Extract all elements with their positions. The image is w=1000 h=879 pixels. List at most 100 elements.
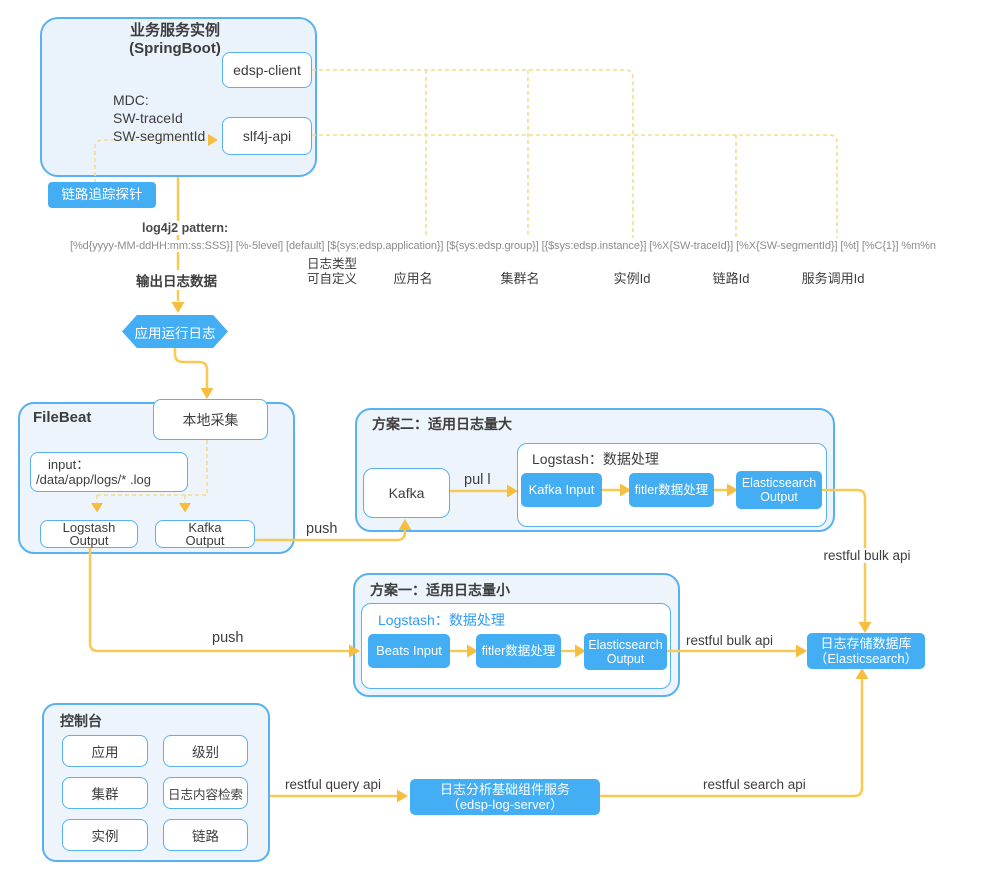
console-button-cluster[interactable]: 集群 <box>62 777 148 809</box>
console-button-instance[interactable]: 实例 <box>62 819 148 851</box>
kafka-node: Kafka <box>363 468 450 518</box>
console-button-content-search-label: 日志内容检索 <box>167 787 243 802</box>
kafka-output-line2: Output <box>185 533 225 548</box>
arrow-right-esdb-left <box>796 644 807 658</box>
restful-search-text: restful search api <box>703 777 806 792</box>
filebeat-title: FileBeat <box>33 409 91 426</box>
es-db-line2: （Elasticsearch） <box>814 651 918 666</box>
input-node: input： /data/app/logs/* .log <box>30 452 188 492</box>
kafka-output-line1: Kafka <box>188 520 222 535</box>
plan2-title: 方案二：适用日志量大 <box>372 414 512 434</box>
log-type-label: 日志类型 可自定义 <box>300 257 364 287</box>
input-line1: input： <box>48 457 90 472</box>
logstash-output-line2: Output <box>69 533 109 548</box>
service-call-id-text: 服务调用Id <box>801 271 865 286</box>
log4j2-pattern-title: log4j2 pattern: <box>140 221 231 235</box>
app-name-text: 应用名 <box>393 271 433 286</box>
edsp-client-label: edsp-client <box>233 62 301 78</box>
plan1-es-output-line1: Elasticsearch <box>588 637 663 652</box>
arrow-up-esdb-bottom <box>855 668 869 679</box>
log-server-line2: （edsp-log-server） <box>446 797 564 812</box>
output-log-text: 输出日志数据 <box>136 274 217 289</box>
plan1-es-output-line2: Output <box>606 651 645 666</box>
restful-bulk-plan2-text: restful bulk api <box>823 548 911 563</box>
push-logstash-label: push <box>212 630 243 646</box>
plan1-logstash-title-text: Logstash：数据处理 <box>378 612 505 628</box>
arrow-right-logserver <box>397 789 408 803</box>
log4j2-pattern-title-text: log4j2 pattern: <box>142 221 229 235</box>
plan2-es-output-line2: Output <box>760 490 798 504</box>
log-server-line1: 日志分析基础组件服务 <box>439 782 570 797</box>
restful-bulk-plan2-label: restful bulk api <box>812 548 922 563</box>
push-logstash-text: push <box>212 630 244 646</box>
plan2-es-output-node: Elasticsearch Output <box>736 471 822 509</box>
plan2-logstash-title: Logstash：数据处理 <box>532 449 659 469</box>
edge-hexagon-to-collect <box>173 348 209 389</box>
restful-bulk-plan1-text: restful bulk api <box>686 633 774 648</box>
restful-search-label: restful search api <box>703 777 806 792</box>
console-button-app-label: 应用 <box>91 745 119 760</box>
mdc-line2: SW-traceId <box>113 110 183 126</box>
mdc-line3: SW-segmentId <box>113 128 206 144</box>
kafka-input-label: Kafka Input <box>528 482 595 497</box>
mdc-text: MDC: SW-traceId SW-segmentId <box>113 91 205 145</box>
restful-query-text: restful query api <box>285 777 382 792</box>
app-log-hexagon-text: 应用运行日志 <box>134 325 216 341</box>
log-server-node: 日志分析基础组件服务 （edsp-log-server） <box>410 779 600 815</box>
restful-bulk-plan1-label: restful bulk api <box>686 633 773 648</box>
pull-label: pul l <box>464 472 491 488</box>
input-line2: /data/app/logs/* .log <box>36 472 151 487</box>
push-kafka-label: push <box>306 521 337 537</box>
console-button-instance-label: 实例 <box>91 829 119 844</box>
console-button-level[interactable]: 级别 <box>163 735 248 767</box>
pull-text: pul l <box>464 472 491 488</box>
logstash-output-node: Logstash Output <box>40 520 138 548</box>
push-kafka-text: push <box>306 521 338 537</box>
logstash-output-line1: Logstash <box>62 520 116 535</box>
plan2-es-output-line1: Elasticsearch <box>741 476 817 490</box>
console-title-text: 控制台 <box>60 713 102 729</box>
instance-id-label: 实例Id <box>604 268 660 287</box>
plan1-es-output-node: Elasticsearch Output <box>584 633 667 670</box>
arrow-down-hexagon <box>171 302 185 313</box>
log-type-line2: 可自定义 <box>306 272 357 286</box>
kafka-input-node: Kafka Input <box>521 473 602 507</box>
local-collect-node: 本地采集 <box>153 399 268 440</box>
trace-probe-label: 链路追踪探针 <box>61 187 143 202</box>
cluster-name-text: 集群名 <box>500 271 540 286</box>
console-button-app[interactable]: 应用 <box>62 735 148 767</box>
console-title: 控制台 <box>60 711 102 731</box>
console-button-trace[interactable]: 链路 <box>163 819 248 851</box>
arrow-down-collect <box>200 388 214 399</box>
springboot-title-line1: 业务服务实例 <box>129 22 220 39</box>
beats-input-label: Beats Input <box>376 643 442 658</box>
plan1-logstash-title: Logstash：数据处理 <box>378 610 505 630</box>
instance-id-text: 实例Id <box>613 271 651 286</box>
trace-probe-badge: 链路追踪探针 <box>48 182 156 208</box>
trace-id-text: 链路Id <box>712 271 750 286</box>
cluster-name-label: 集群名 <box>492 268 548 287</box>
mdc-line1: MDC: <box>113 92 149 108</box>
dashed-edspclient-line <box>312 69 634 238</box>
local-collect-label: 本地采集 <box>182 411 239 428</box>
plan2-logstash-title-text: Logstash：数据处理 <box>532 451 659 467</box>
arrow-down-esdb <box>858 622 872 633</box>
es-db-node: 日志存储数据库 （Elasticsearch） <box>807 633 925 669</box>
beats-input-node: Beats Input <box>368 634 450 668</box>
console-button-level-label: 级别 <box>192 745 219 760</box>
plan2-filter-label: fitler数据处理 <box>634 483 709 497</box>
app-log-hexagon: 应用运行日志 <box>122 315 228 348</box>
edsp-client-node: edsp-client <box>222 52 312 88</box>
console-button-cluster-label: 集群 <box>91 787 119 802</box>
kafka-output-node: Kafka Output <box>155 520 255 548</box>
console-button-trace-label: 链路 <box>192 829 219 844</box>
console-button-content-search[interactable]: 日志内容检索 <box>163 777 248 809</box>
slf4j-api-node: slf4j-api <box>222 117 312 155</box>
output-log-label: 输出日志数据 <box>134 270 219 290</box>
slf4j-api-label: slf4j-api <box>242 128 292 144</box>
plan2-title-text: 方案二：适用日志量大 <box>372 416 512 432</box>
filebeat-title-text: FileBeat <box>33 409 92 426</box>
log4j2-pattern-value: [%d{yyyy-MM-ddHH:mm:ss:SSS}] [%-5level] … <box>70 240 936 252</box>
plan1-filter-label: fitler数据处理 <box>481 644 556 658</box>
